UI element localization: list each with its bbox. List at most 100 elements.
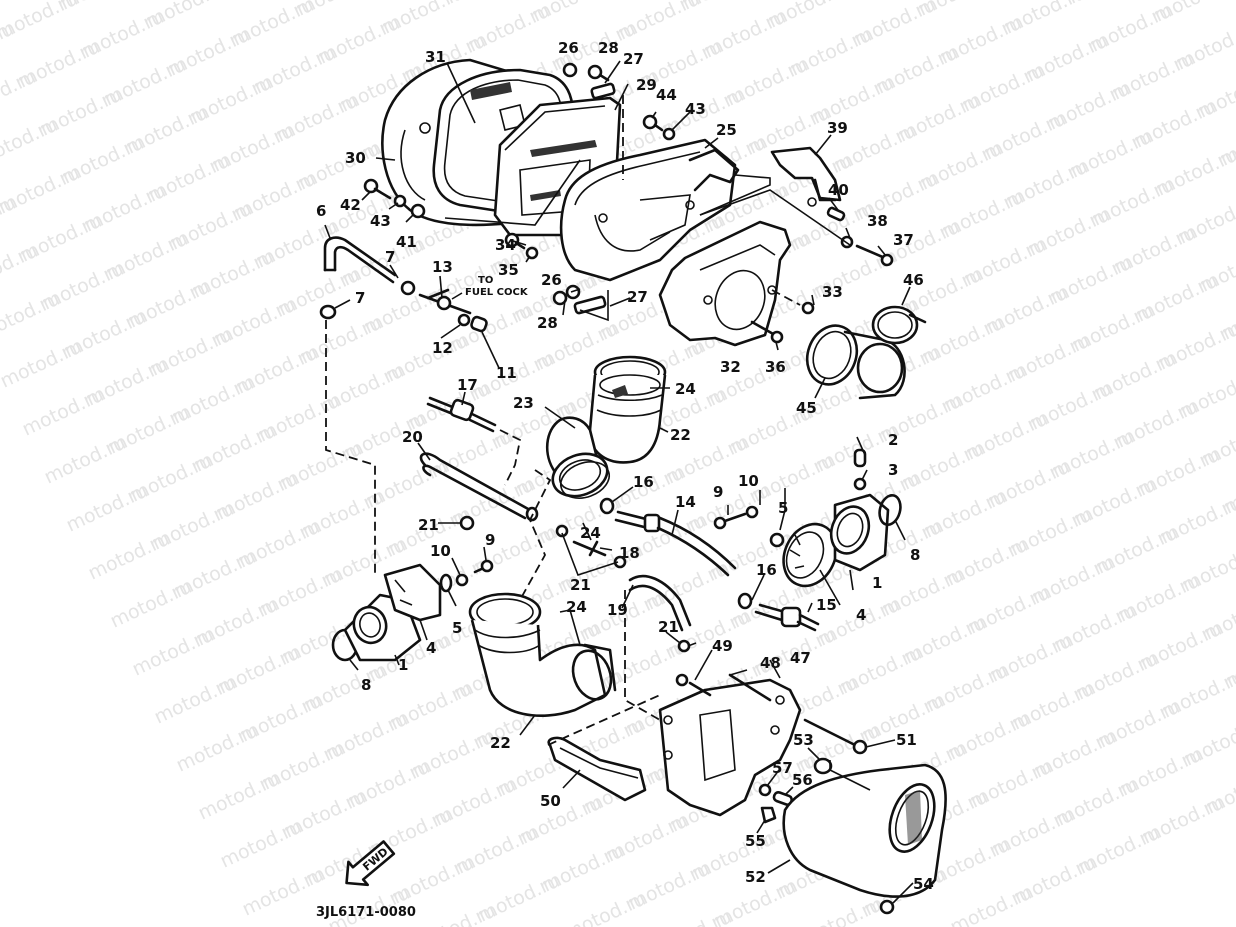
label-part-21a: 21: [418, 516, 439, 534]
label-part-50: 50: [540, 792, 561, 810]
carb-joint-1-right[interactable]: [825, 493, 890, 572]
clip-16-right[interactable]: [737, 592, 753, 610]
washer-43-top[interactable]: [662, 127, 676, 141]
bracket-47[interactable]: [658, 678, 802, 817]
bolt-21-lower[interactable]: [677, 639, 691, 653]
label-part-44: 44: [656, 86, 677, 104]
washer-10-right[interactable]: [745, 505, 759, 519]
nut-53[interactable]: [813, 757, 833, 775]
bolt-21-center[interactable]: [555, 524, 569, 538]
label-part-54: 54: [913, 875, 934, 893]
assembly-line: [325, 320, 376, 575]
label-part-10b: 10: [738, 472, 759, 490]
bolt-33[interactable]: [771, 289, 815, 315]
label-part-37: 37: [893, 231, 914, 249]
washer-57[interactable]: [758, 783, 772, 797]
label-part-49: 49: [712, 637, 733, 655]
label-part-19: 19: [607, 601, 628, 619]
label-part-55: 55: [745, 832, 766, 850]
air-filter-housing-25[interactable]: [559, 138, 740, 282]
washer-49[interactable]: [675, 673, 712, 697]
label-part-57: 57: [772, 759, 793, 777]
bolt-37[interactable]: [855, 244, 894, 267]
side-cover-52[interactable]: [782, 763, 947, 898]
label-part-13: 13: [432, 258, 453, 276]
assembly-line: [699, 189, 851, 246]
label-part-4b: 4: [856, 606, 866, 624]
screw-54[interactable]: [879, 899, 895, 915]
air-duct-45[interactable]: [799, 319, 906, 400]
clamp-24-lower[interactable]: [567, 643, 618, 705]
intake-joint-22-upper[interactable]: [588, 355, 667, 464]
bolt-51[interactable]: [803, 718, 868, 755]
plate-27-mid[interactable]: [573, 295, 607, 315]
clip-12[interactable]: [457, 313, 471, 327]
grommet-41[interactable]: [410, 203, 426, 219]
label-part-28b: 28: [537, 314, 558, 332]
clip-16-center[interactable]: [599, 497, 615, 515]
bolt-28-mid[interactable]: [552, 290, 568, 306]
hose-14[interactable]: [614, 510, 737, 577]
bolt-44[interactable]: [642, 114, 664, 132]
label-part-7a: 7: [385, 248, 395, 266]
collar-5-right[interactable]: [769, 532, 785, 548]
label-part-38: 38: [867, 212, 888, 230]
intake-joint-22-lower[interactable]: [468, 592, 607, 717]
bolt-42[interactable]: [363, 178, 392, 200]
bracket-50[interactable]: [547, 736, 647, 802]
plate-27-top[interactable]: [590, 82, 616, 100]
clamp-46[interactable]: [871, 305, 927, 345]
bolt-28-top[interactable]: [587, 64, 610, 82]
label-part-30: 30: [345, 149, 366, 167]
cap-11[interactable]: [470, 315, 488, 333]
bolt-36[interactable]: [750, 320, 784, 344]
bolt-21-right[interactable]: [613, 555, 627, 569]
label-part-7b: 7: [355, 289, 365, 307]
cap-2[interactable]: [853, 448, 867, 468]
label-part-10a: 10: [430, 542, 451, 560]
clamp-24-top[interactable]: [599, 374, 661, 398]
label-part-9b: 9: [713, 483, 723, 501]
label-part-22b: 22: [490, 734, 511, 752]
hose-19[interactable]: [628, 574, 692, 632]
pipe-17[interactable]: [426, 396, 497, 433]
label-part-34: 34: [495, 236, 516, 254]
bolt-9-right[interactable]: [713, 512, 747, 530]
o-ring-8-right[interactable]: [876, 493, 903, 527]
label-part-21c: 21: [658, 618, 679, 636]
pipe-15[interactable]: [754, 603, 820, 632]
washer-10-left[interactable]: [455, 573, 469, 587]
plate-4-left[interactable]: [383, 563, 442, 622]
label-part-9a: 9: [485, 531, 495, 549]
label-part-2: 2: [888, 431, 898, 449]
label-part-33: 33: [822, 283, 843, 301]
collar-5-left[interactable]: [439, 573, 453, 593]
plate-4-right[interactable]: [774, 515, 846, 594]
nut-26-top[interactable]: [562, 62, 578, 78]
clip-7-upper[interactable]: [400, 280, 416, 296]
assembly-line: [624, 590, 661, 721]
label-part-24b: 24: [580, 524, 601, 542]
shroud-32[interactable]: [658, 220, 792, 347]
label-part-45: 45: [796, 399, 817, 417]
label-part-11: 11: [496, 364, 517, 382]
bolt-48[interactable]: [728, 673, 772, 702]
label-part-16a: 16: [633, 473, 654, 491]
clip-55[interactable]: [760, 806, 777, 824]
bolt-40[interactable]: [826, 206, 846, 222]
label-part-29: 29: [636, 76, 657, 94]
pipe-18[interactable]: [572, 540, 607, 557]
hose-6[interactable]: [323, 236, 397, 284]
hose-20[interactable]: [419, 452, 539, 522]
clip-7-lower[interactable]: [319, 304, 337, 320]
label-part-42: 42: [340, 196, 361, 214]
clip-3[interactable]: [853, 477, 867, 491]
clamp-24-center[interactable]: [547, 447, 614, 505]
bolt-9-left[interactable]: [473, 559, 494, 574]
fitting-13[interactable]: [418, 288, 472, 315]
washer-35[interactable]: [525, 246, 539, 260]
label-part-4a: 4: [426, 639, 436, 657]
label-part-46: 46: [903, 271, 924, 289]
bolt-21-left[interactable]: [459, 515, 475, 531]
